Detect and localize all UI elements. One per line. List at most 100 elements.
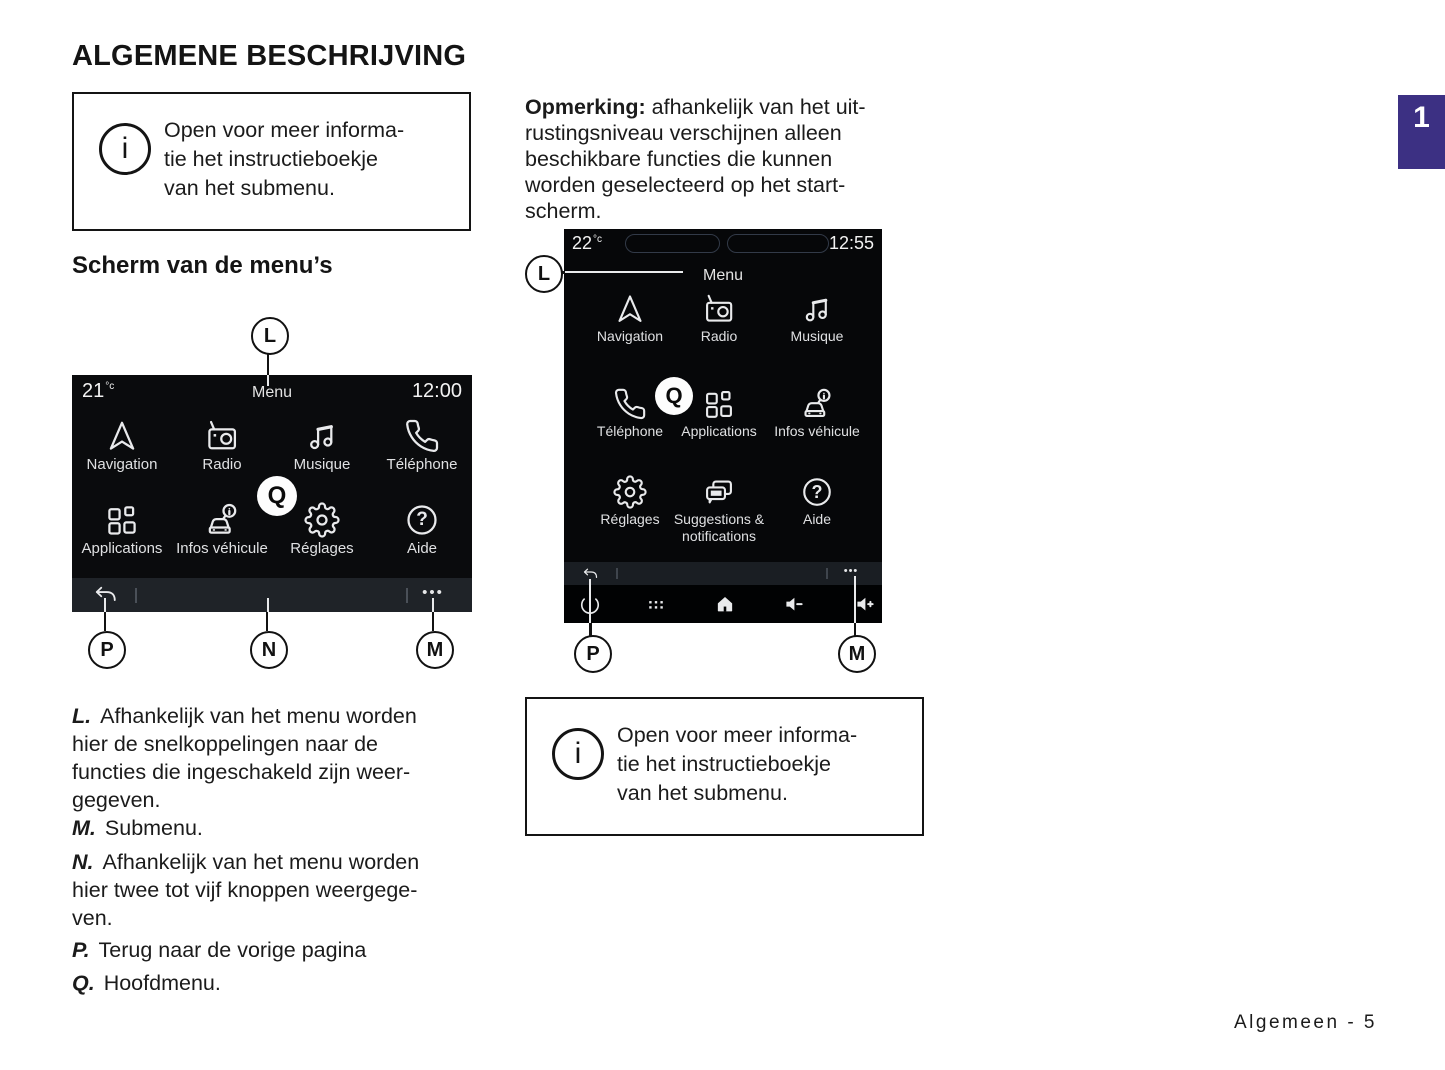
- menu-item-musique: Musique: [272, 418, 372, 473]
- vehicle-info-icon: [204, 502, 240, 538]
- phone-icon: [613, 387, 647, 421]
- note-line: worden geselecteerd op het start-: [525, 173, 846, 197]
- bar-separator: [135, 588, 137, 603]
- bar-separator: [616, 568, 618, 579]
- menu-item-label: Infos véhicule: [176, 540, 268, 557]
- app-drawer-icon: [645, 593, 667, 615]
- settings-gear-icon: [613, 475, 647, 509]
- note-line: Opmerking: afhankelijk van het uit-: [525, 95, 866, 119]
- info-line: van het submenu.: [617, 781, 788, 805]
- callout-line-p-left-inner: [103, 598, 106, 612]
- legend-q: Q.Hoofdmenu.: [72, 971, 221, 995]
- screen-right-system-bar: [564, 585, 882, 623]
- section-heading: Scherm van de menu’s: [72, 252, 333, 279]
- infotainment-screen-left: 21°c Menu 12:00 Navigation Radio Musique…: [72, 375, 472, 612]
- info-glyph: i: [121, 132, 129, 165]
- temperature-left: 21°c: [82, 380, 115, 402]
- applications-icon: [104, 502, 140, 538]
- menu-item-label: Radio: [700, 328, 738, 344]
- menu-item-navigation: Navigation: [580, 292, 680, 345]
- info-line: van het submenu.: [164, 176, 335, 200]
- callout-q-left: Q: [257, 476, 297, 516]
- menu-item-label: Applications: [81, 540, 163, 557]
- menu-item-radio: Radio: [172, 418, 272, 473]
- legend-n: N.Afhankelijk van het menu worden hier t…: [72, 850, 420, 930]
- screen-right-menu-title: Menu: [702, 267, 744, 284]
- note-line: rustingsniveau verschijnen alleen: [525, 121, 842, 145]
- music-icon: [800, 292, 834, 326]
- more-icon: •••: [843, 565, 859, 577]
- info-glyph: i: [574, 737, 582, 770]
- info-box-top: i Open voor meer informa- tie het instru…: [72, 92, 471, 231]
- bar-separator: [826, 568, 828, 579]
- phone-icon: [404, 418, 440, 454]
- info-line: Open voor meer informa-: [617, 723, 858, 747]
- navigation-icon: [613, 292, 647, 326]
- menu-item-label: Réglages: [600, 511, 660, 527]
- more-icon: •••: [422, 584, 444, 601]
- clock-right: 12:55: [828, 233, 874, 253]
- menu-item-label: Navigation: [86, 456, 158, 473]
- callout-line-m-left-inner: [432, 598, 434, 612]
- callout-l-left: L: [251, 317, 289, 355]
- callout-line-p-right-inner: [589, 579, 591, 623]
- menu-item-infos-vehicule: Infos véhicule: [767, 387, 867, 440]
- volume-up-icon: [854, 592, 878, 616]
- menu-item-aide: ? Aide: [767, 475, 867, 528]
- menu-item-label: Applications: [681, 423, 757, 439]
- callout-l-right: L: [525, 255, 563, 293]
- temperature-right: 22°c: [572, 233, 603, 253]
- note-paragraph: Opmerking: afhankelijk van het uit- rust…: [525, 94, 955, 224]
- callout-line-m-right: [853, 623, 856, 636]
- menu-item-applications: Applications: [669, 387, 769, 440]
- info-box-bottom-text: Open voor meer informa- tie het instruct…: [617, 721, 857, 808]
- note-line: scherm.: [525, 199, 602, 223]
- callout-line-p-right: [589, 623, 592, 636]
- menu-item-label: Radio: [202, 456, 242, 473]
- bar-separator: [406, 588, 408, 603]
- note-line: beschikbare functies die kunnen: [525, 147, 833, 171]
- help-glyph: ?: [416, 509, 428, 530]
- menu-item-label: notifications: [682, 527, 756, 544]
- callout-p-right: P: [574, 635, 612, 673]
- menu-item-telephone: Téléphone: [372, 418, 472, 473]
- legend-l: L.Afhankelijk van het menu worden hier d…: [72, 704, 417, 812]
- callout-line-l-left-inner: [266, 375, 269, 386]
- page-title: ALGEMENE BESCHRIJVING: [72, 40, 467, 72]
- menu-item-label: Infos véhicule: [774, 423, 860, 439]
- vehicle-info-icon: [800, 387, 834, 421]
- callout-n-left: N: [250, 631, 288, 669]
- menu-item-musique: Musique: [767, 292, 867, 345]
- menu-item-label: Téléphone: [596, 423, 664, 439]
- menu-item-suggestions-notifications: Suggestions & notifications: [669, 475, 769, 544]
- menu-item-applications: Applications: [72, 502, 172, 557]
- radio-icon: [204, 418, 240, 454]
- page-footer: Algemeen - 5: [1233, 1012, 1377, 1033]
- menu-item-label: Téléphone: [386, 456, 458, 473]
- menu-item-telephone: Téléphone: [580, 387, 680, 440]
- note-label: Opmerking:: [525, 95, 646, 119]
- volume-down-icon: [783, 592, 807, 616]
- callout-line-m-right-inner: [854, 576, 856, 623]
- status-pill: [727, 234, 829, 253]
- callout-line-n-left: [265, 612, 268, 631]
- menu-item-aide: ? Aide: [372, 502, 472, 557]
- info-icon: i: [99, 123, 151, 175]
- callout-line-l-right-inner: [564, 271, 683, 273]
- callout-line-l-left: [266, 351, 269, 375]
- callout-line-p-left: [103, 612, 106, 631]
- menu-item-label: Musique: [790, 328, 844, 344]
- suggestions-notifications-icon: [702, 475, 736, 509]
- menu-item-label: Aide: [802, 511, 832, 527]
- clock-left: 12:00: [411, 380, 462, 402]
- menu-item-label: Musique: [293, 456, 351, 473]
- info-icon: i: [552, 728, 604, 780]
- infotainment-screen-right: 22°c 12:55 Menu Navigation Radio Musique…: [564, 229, 882, 623]
- menu-item-label: Suggestions &: [673, 511, 765, 527]
- info-line: Open voor meer informa-: [164, 118, 405, 142]
- navigation-icon: [104, 418, 140, 454]
- legend-m: M.Submenu.: [72, 816, 203, 840]
- callout-line-n-left-inner: [266, 598, 269, 612]
- menu-item-label: Réglages: [290, 540, 354, 557]
